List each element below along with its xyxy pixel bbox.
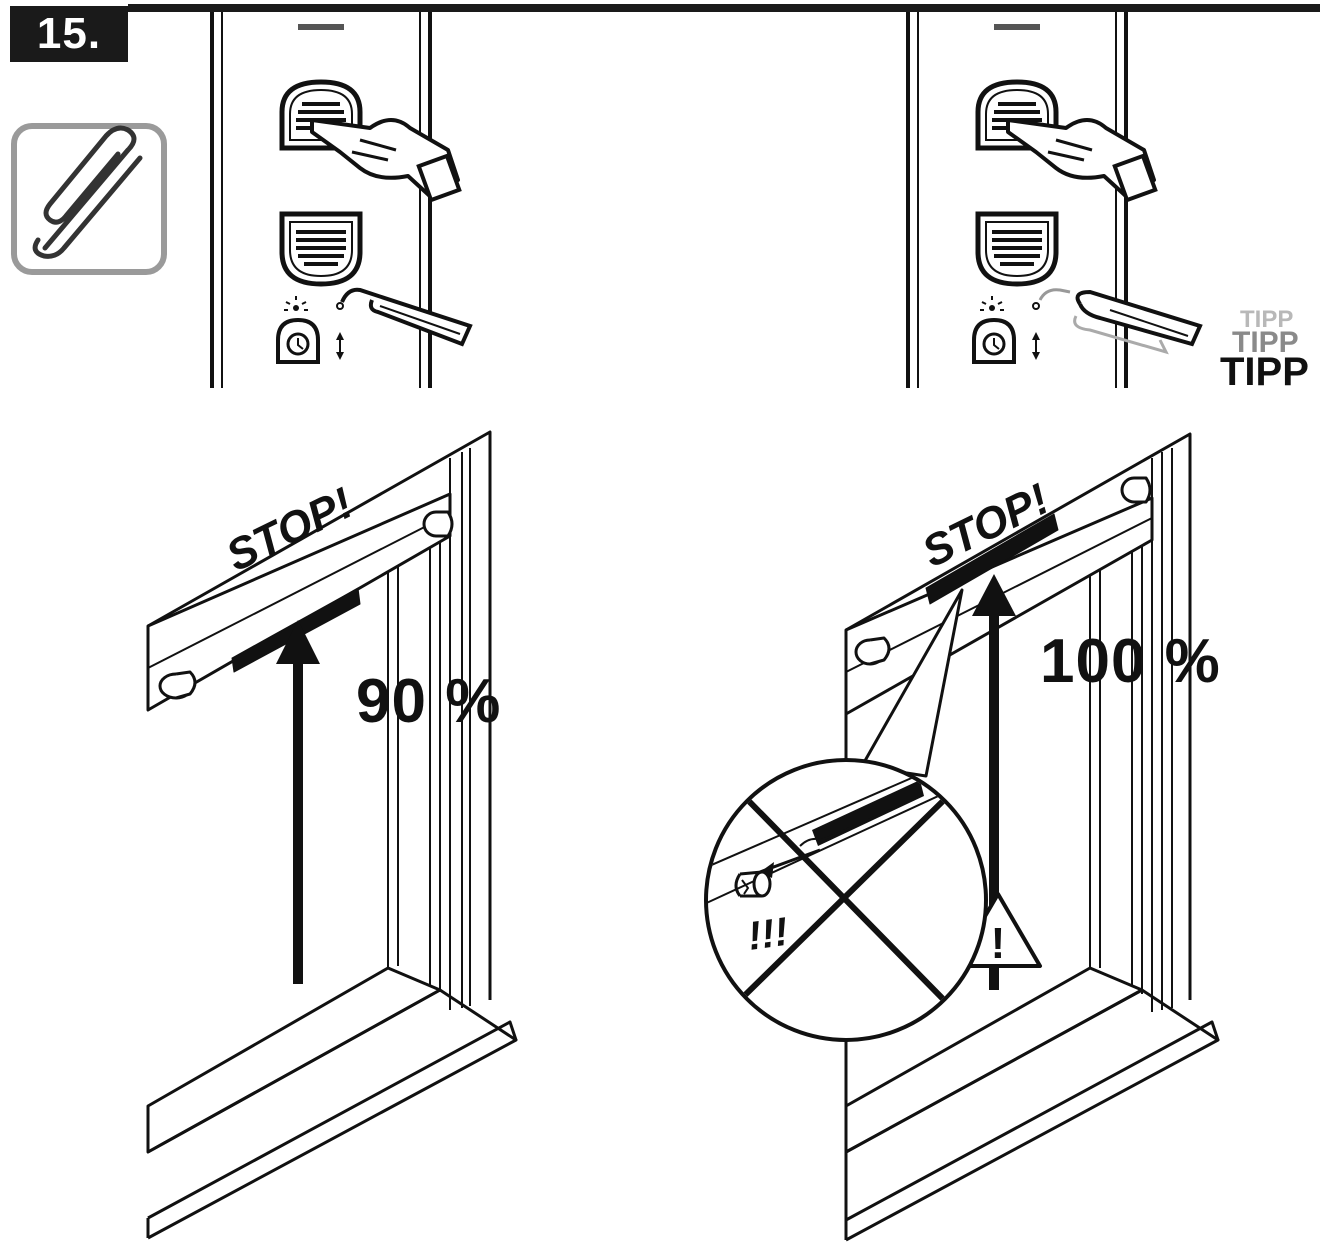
up-down-arrows-icon [336, 332, 344, 360]
reset-hole[interactable] [336, 302, 344, 310]
clock-icon [276, 317, 320, 364]
step-number-badge: 15. [10, 6, 128, 62]
tipp-label-2: TIPP [1232, 326, 1299, 359]
down-button[interactable] [279, 211, 363, 287]
led-indicator-icon [980, 296, 1004, 311]
top-rule [128, 4, 1320, 12]
remote-logo [298, 24, 344, 30]
remote-left [210, 12, 473, 388]
magnifier-callout: !!! [704, 588, 988, 1042]
up-down-arrows-icon [1032, 332, 1040, 360]
hand-pointer-icon [310, 118, 462, 203]
remote-logo [994, 24, 1040, 30]
percent-label-left: 90 % [356, 667, 502, 736]
remote-right [906, 12, 1203, 388]
led-indicator-icon [284, 296, 308, 311]
percent-label-right: 100 % [1040, 627, 1221, 696]
paperclip-tool [340, 287, 473, 347]
warning-marks: !!! [745, 910, 791, 959]
reset-hole[interactable] [1032, 302, 1040, 310]
down-button[interactable] [975, 211, 1059, 287]
window-left [146, 430, 518, 1240]
paperclip-icon [11, 123, 167, 275]
hand-pointer-icon [1006, 118, 1158, 203]
paperclip-tool [1038, 288, 1203, 355]
clock-icon [972, 317, 1016, 364]
warning-triangle-glyph: ! [991, 919, 1006, 968]
tipp-label-1: TIPP [1240, 306, 1294, 333]
tipp-label-3: TIPP [1220, 350, 1309, 394]
up-arrow [276, 620, 320, 984]
